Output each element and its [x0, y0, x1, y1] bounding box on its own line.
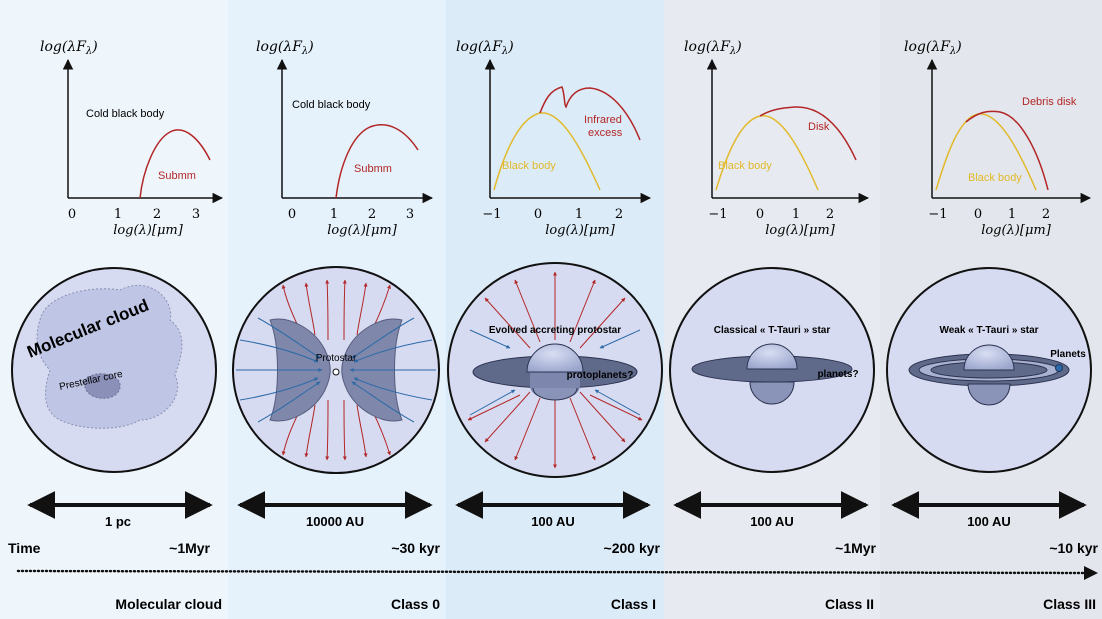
sed-x-axis-label: log(λ)[μm] [113, 223, 184, 238]
protostar-label: Protostar [316, 353, 357, 364]
star-bottom [532, 387, 578, 401]
disk-curve [759, 106, 857, 161]
planets-question-label: planets? [817, 369, 858, 380]
scale-label: 10000 AU [306, 514, 364, 529]
panel-class-2: log(λFλ) Black body Disk −1 0 1 2 log(λ)… [669, 39, 877, 612]
classical-t-tauri-label: Classical « T-Tauri » star [714, 325, 831, 336]
curve-label-cold-black-body: Cold black body [86, 108, 165, 120]
time-value: ~1Myr [169, 540, 210, 556]
evolved-protostar-label: Evolved accreting protostar [489, 325, 621, 336]
submm-curve [335, 124, 419, 199]
time-value: ~1Myr [835, 540, 876, 556]
sed-x-axis-label: log(λ)[μm] [545, 223, 616, 238]
x-tick: 2 [368, 207, 376, 222]
submm-curve [139, 129, 211, 199]
sed-y-axis-label: log(λFλ) [904, 39, 962, 57]
x-tick: 0 [534, 207, 542, 222]
protostar-dot [332, 368, 340, 376]
x-tick: 1 [114, 207, 122, 222]
x-tick: 3 [192, 207, 200, 222]
time-value: ~30 kyr [391, 540, 440, 556]
x-tick: 1 [575, 207, 583, 222]
curve-label-disk: Disk [808, 121, 830, 133]
x-tick: 2 [153, 207, 161, 222]
sed-x-axis-label: log(λ)[μm] [981, 223, 1052, 238]
scale-label: 1 pc [105, 514, 131, 529]
sed-y-axis-label: log(λFλ) [684, 39, 742, 57]
planet-dot [1055, 364, 1063, 372]
sed-x-axis-label: log(λ)[μm] [327, 223, 398, 238]
x-tick: 1 [1008, 207, 1016, 222]
star-bottom [967, 383, 1011, 406]
star-sphere [526, 343, 584, 373]
curve-label-black-body: Black body [968, 172, 1022, 184]
timeline-arrowhead [1084, 566, 1098, 580]
time-label: Time [8, 540, 41, 556]
sed-y-axis-label: log(λFλ) [256, 39, 314, 57]
outflow-arrows [467, 271, 643, 469]
scale-label: 100 AU [750, 514, 794, 529]
x-tick: −1 [928, 207, 947, 222]
x-tick: 2 [615, 207, 623, 222]
star-sphere [746, 343, 798, 370]
curve-label-submm: Submm [354, 163, 392, 175]
stage-name: Molecular cloud [115, 596, 222, 612]
stage-name: Class III [1043, 596, 1096, 612]
x-tick: 3 [406, 207, 414, 222]
curve-label-black-body: Black body [502, 160, 556, 172]
outflow-arrows [281, 279, 391, 461]
stage-name: Class I [611, 596, 656, 612]
x-tick: −1 [708, 207, 727, 222]
x-tick: 1 [330, 207, 338, 222]
scale-label: 100 AU [967, 514, 1011, 529]
panel-class-3: log(λFλ) Black body Debris disk −1 0 1 2… [886, 39, 1099, 612]
x-tick: 1 [792, 207, 800, 222]
x-tick: 2 [1042, 207, 1050, 222]
planets-label: Planets [1050, 349, 1086, 360]
timeline-arrow [16, 569, 1094, 575]
debris-disk-curve [965, 110, 1049, 191]
x-tick: −1 [482, 207, 501, 222]
x-tick: 0 [756, 207, 764, 222]
x-tick: 0 [974, 207, 982, 222]
time-value: ~10 kyr [1049, 540, 1098, 556]
star-bottom [749, 381, 795, 405]
x-tick: 0 [288, 207, 296, 222]
panel-class-1: log(λFλ) Black body Infrared excess −1 0… [447, 39, 663, 612]
sed-x-axis-label: log(λ)[μm] [765, 223, 836, 238]
x-tick: 2 [826, 207, 834, 222]
curve-label-excess: excess [588, 127, 623, 139]
x-tick: 0 [68, 207, 76, 222]
curve-label-black-body: Black body [718, 160, 772, 172]
sed-y-axis-label: log(λFλ) [40, 39, 98, 57]
infall-arrows [469, 329, 641, 416]
panel-molecular-cloud: log(λFλ) Cold black body Submm 0 1 2 3 l… [8, 39, 224, 612]
infrared-excess-curve [539, 86, 641, 141]
panel-class-0: log(λFλ) Cold black body Submm 0 1 2 3 l… [232, 39, 441, 612]
curve-label-infrared: Infrared [584, 114, 622, 126]
curve-label-cold-black-body: Cold black body [292, 99, 371, 111]
stage-name: Class II [825, 596, 874, 612]
time-value: ~200 kyr [604, 540, 661, 556]
prestellar-core-shape [84, 373, 121, 399]
stage-name: Class 0 [391, 596, 440, 612]
curve-label-debris-disk: Debris disk [1022, 96, 1077, 108]
scale-label: 100 AU [531, 514, 575, 529]
star-sphere [963, 344, 1015, 371]
infall-arrows [235, 317, 437, 423]
protoplanets-label: protoplanets? [567, 370, 634, 381]
sed-y-axis-label: log(λFλ) [456, 39, 514, 57]
curve-label-submm: Submm [158, 170, 196, 182]
weak-t-tauri-label: Weak « T-Tauri » star [939, 325, 1038, 336]
molecular-cloud-shape [36, 284, 183, 429]
